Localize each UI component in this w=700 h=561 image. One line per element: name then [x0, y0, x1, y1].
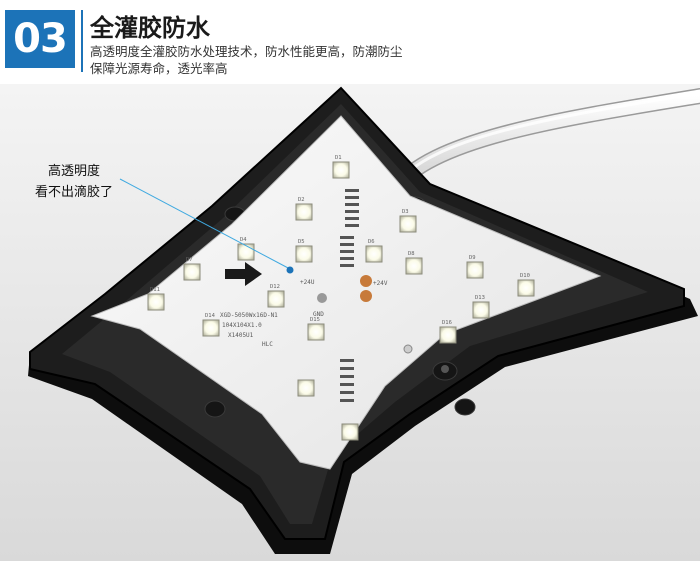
led-chip	[202, 319, 220, 337]
led-designator-label: D1	[335, 155, 342, 161]
product-photo: XGD-5050Wx16D-N1 104X104X1.0 X1405U1 HLC…	[0, 84, 700, 561]
direction-arrow	[225, 262, 262, 286]
callout-leader	[119, 178, 291, 270]
led-designator-label: D4	[240, 237, 247, 243]
led-chip	[307, 323, 325, 341]
led-designator-label: D10	[520, 273, 530, 279]
led-chip	[183, 263, 201, 281]
badge-divider	[81, 10, 83, 72]
led-chip	[365, 245, 383, 263]
led-chip	[332, 161, 350, 179]
led-chip	[295, 245, 313, 263]
led-chip	[472, 301, 490, 319]
led-designator-label: D9	[469, 255, 476, 261]
callout-point	[286, 266, 294, 274]
led-pcb	[90, 115, 602, 470]
description-line-1: 高透明度全灌胶防水处理技术，防水性能更高，防潮防尘	[90, 44, 403, 59]
led-chip	[147, 293, 165, 311]
led-chip	[466, 261, 484, 279]
led-designator-label: D16	[442, 320, 452, 326]
led-chip	[405, 257, 423, 275]
led-chip	[297, 379, 315, 397]
pcb-date-label: X1405U1	[228, 332, 254, 339]
pcb-size-label: 104X104X1.0	[222, 322, 262, 329]
pcb-gnd-label: GND	[313, 311, 324, 318]
led-chip	[439, 326, 457, 344]
led-designator-label: D3	[402, 209, 409, 215]
callout-line-1: 高透明度	[48, 164, 101, 179]
led-designator-label: D11	[150, 287, 160, 293]
led-designator-label: D2	[298, 197, 305, 203]
section-number-badge: 03	[5, 10, 75, 68]
led-designator-label: D8	[408, 251, 415, 257]
pcb-plus24-label-b: +24V	[373, 280, 388, 287]
callout-line-2: 看不出滴胶了	[35, 185, 114, 200]
led-designator-label: D12	[270, 284, 280, 290]
led-chip	[399, 215, 417, 233]
led-chip	[267, 290, 285, 308]
section-title: 全灌胶防水	[90, 14, 210, 42]
led-array	[147, 161, 535, 441]
description-line-2: 保障光源寿命，透光率高	[90, 61, 228, 76]
led-designator-label: D5	[298, 239, 305, 245]
led-chip	[341, 423, 359, 441]
led-designator-label: D6	[368, 239, 375, 245]
led-chip	[237, 243, 255, 261]
led-designator-label: D15	[310, 317, 320, 323]
led-designator-label: D13	[475, 295, 485, 301]
callout-text: 高透明度 看不出滴胶了	[35, 161, 113, 203]
header: 03 全灌胶防水 高透明度全灌胶防水处理技术，防水性能更高，防潮防尘 保障光源寿…	[0, 0, 700, 80]
led-designator-label: D14	[205, 313, 216, 319]
pcb-plus24-label: +24U	[300, 279, 315, 286]
led-chip	[295, 203, 313, 221]
led-designator-label: D7	[186, 257, 193, 263]
pcb-model-label: XGD-5050Wx16D-N1	[220, 312, 278, 319]
pcb-brand-label: HLC	[262, 341, 273, 348]
led-chip	[517, 279, 535, 297]
